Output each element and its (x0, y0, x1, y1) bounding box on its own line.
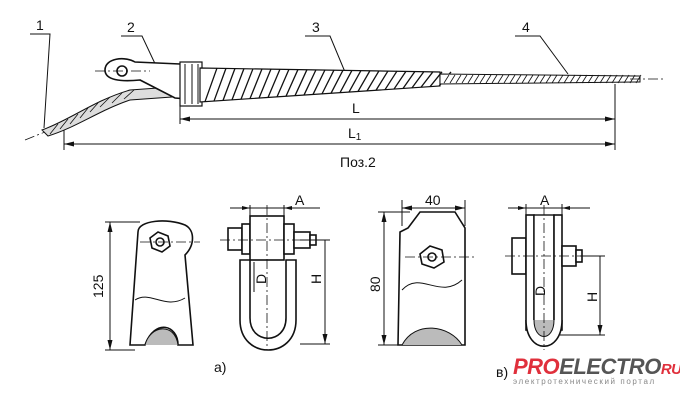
rope-strand (587, 74, 594, 84)
rope-strand (605, 74, 612, 84)
dimension-label: A (295, 192, 305, 208)
armor-strand (339, 70, 353, 93)
dimension-subscript: 1 (356, 132, 362, 143)
callout-1: 1 (30, 17, 51, 129)
armor-strand (393, 70, 407, 90)
watermark-logo: PROELECTRORU электротехнический портал (513, 354, 680, 386)
watermark-pro: PRO (513, 354, 560, 379)
callout-2: 2 (121, 19, 159, 71)
rope-strand (569, 74, 576, 84)
armor-strand (348, 70, 362, 93)
rope-strand (539, 74, 546, 84)
rope-strand (527, 74, 534, 84)
armor-strand (312, 69, 326, 95)
armor-strand (411, 71, 425, 89)
armor-strand (330, 69, 344, 94)
dimension-label: 125 (90, 274, 106, 298)
dimension-label: H (584, 292, 600, 302)
dimension-label: L (352, 100, 360, 116)
rope-strand (491, 74, 498, 84)
armor-strand (204, 67, 218, 102)
dimension-L: L (179, 84, 616, 150)
rope-strand (449, 74, 456, 84)
armor-strand (285, 69, 299, 97)
callout-label: 1 (36, 17, 44, 33)
view-a-side: A D H а) (214, 192, 330, 375)
rope-strand (575, 74, 582, 84)
dimension-L1: L1 (63, 125, 615, 150)
callout-label: 3 (312, 19, 320, 35)
armor-strand (375, 70, 389, 91)
armor-strand (294, 69, 308, 96)
rope-strand (455, 74, 462, 84)
armor-strand (258, 68, 272, 99)
dimension-label: A (540, 192, 550, 208)
armor-strand (420, 71, 434, 88)
rope-strand (551, 74, 558, 84)
rope-strand (509, 74, 516, 84)
dimension-label: D (253, 274, 269, 284)
armor-strand (366, 70, 380, 92)
rope-strand (623, 74, 630, 84)
view-a-front: 125 (90, 220, 200, 351)
variant-label: в) (496, 364, 508, 380)
armor-strand (231, 68, 245, 101)
armor-strand (384, 70, 398, 91)
armor-strand (249, 68, 263, 99)
rope-strand (533, 74, 540, 84)
armor-strand (357, 70, 371, 92)
rope-strand (563, 74, 570, 84)
rope-strand (443, 74, 450, 84)
rope-strand (485, 74, 492, 84)
dimension-label: 80 (367, 276, 383, 292)
rope-strand (461, 74, 468, 84)
callout-label: 4 (522, 19, 530, 35)
dimension-label: D (532, 286, 548, 296)
callout-4: 4 (515, 19, 569, 75)
rope-strand (557, 74, 564, 84)
view-v-side: A D H в) (496, 192, 605, 380)
svg-text:L1: L1 (348, 125, 362, 143)
armor-strand (267, 68, 281, 98)
rope-strand (503, 74, 510, 84)
armor-strand (402, 71, 416, 89)
dimension-label: H (308, 274, 324, 284)
armor-strand (276, 69, 290, 98)
rope-strand (599, 74, 606, 84)
rope-strand (545, 74, 552, 84)
rope-strand (497, 74, 504, 84)
watermark-electro: ELECTRO (559, 354, 661, 379)
watermark-ru: RU (660, 361, 680, 378)
rope-strand (617, 74, 624, 84)
variant-label: а) (214, 359, 226, 375)
rope-strand (515, 74, 522, 84)
watermark-subtitle: электротехнический портал (513, 377, 656, 386)
armor-strand (240, 68, 254, 100)
view-v-front: 40 80 (367, 192, 475, 346)
rope-strand (581, 74, 588, 84)
rope-strand (467, 74, 474, 84)
rope-strand (473, 74, 480, 84)
rope-strand (593, 74, 600, 84)
callout-3: 3 (305, 19, 346, 73)
armor-strand (303, 69, 317, 96)
cable-assembly (24, 57, 665, 141)
dimension-label: L (348, 125, 356, 141)
rope-strand (479, 74, 486, 84)
callout-label: 2 (127, 19, 135, 35)
armor-strand (222, 68, 236, 101)
rope-strand (521, 74, 528, 84)
dimension-label: 40 (425, 192, 441, 208)
armor-strand (213, 68, 227, 102)
figure-caption: Поз.2 (340, 154, 376, 170)
armor-strand (321, 69, 335, 95)
rope-strand (611, 74, 618, 84)
